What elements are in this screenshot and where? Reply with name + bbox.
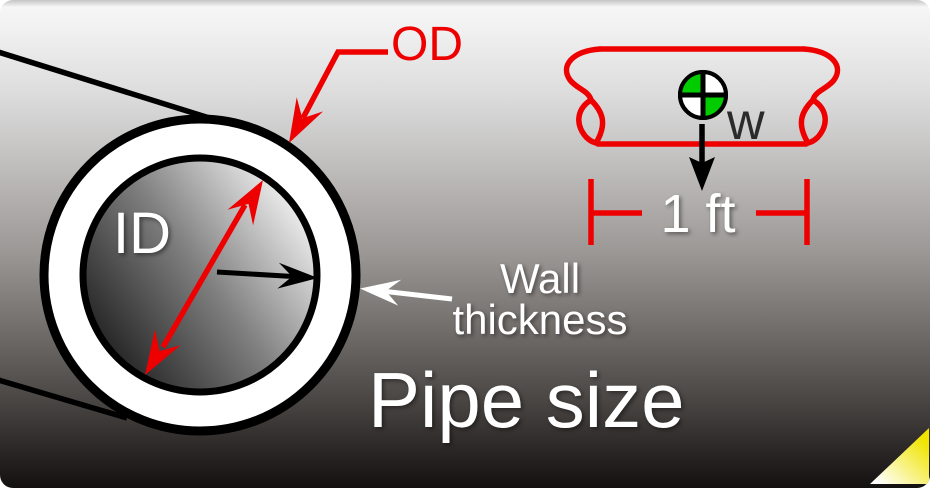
weight-arrow [689,124,715,191]
radius-arrow [216,262,318,289]
wall-thickness-label-line1: Wall [500,255,580,302]
page-curl-icon [870,428,929,484]
outer-diameter-label: OD [391,18,463,71]
center-of-gravity-icon [678,70,728,120]
pipe-tangent-line-top [0,49,220,124]
wall-thickness-label-line2: thickness [452,296,627,343]
one-foot-dimension [588,179,810,245]
id-diameter-arrow [145,180,263,375]
wall-thickness-arrow [360,279,453,306]
inner-diameter-label: ID [113,201,171,266]
one-foot-label: 1 ft [660,184,735,244]
page-title: Pipe size [368,356,685,444]
pipe-inner-bore-circle [79,154,321,396]
od-leader-arrow [289,49,388,143]
pipe-tangent-line-bottom [0,377,128,421]
weight-label: w [726,93,765,151]
